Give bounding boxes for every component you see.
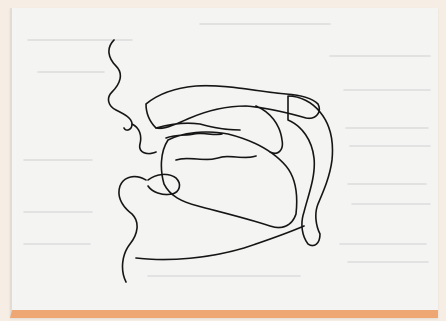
nose-outline [109, 40, 132, 130]
tongue-surface [176, 156, 256, 160]
bleed-through-lines [24, 24, 430, 276]
jaw-line [136, 226, 304, 260]
oral-cavity-shading [146, 86, 333, 246]
upper-lip [132, 124, 156, 154]
chin-outline [119, 177, 146, 282]
